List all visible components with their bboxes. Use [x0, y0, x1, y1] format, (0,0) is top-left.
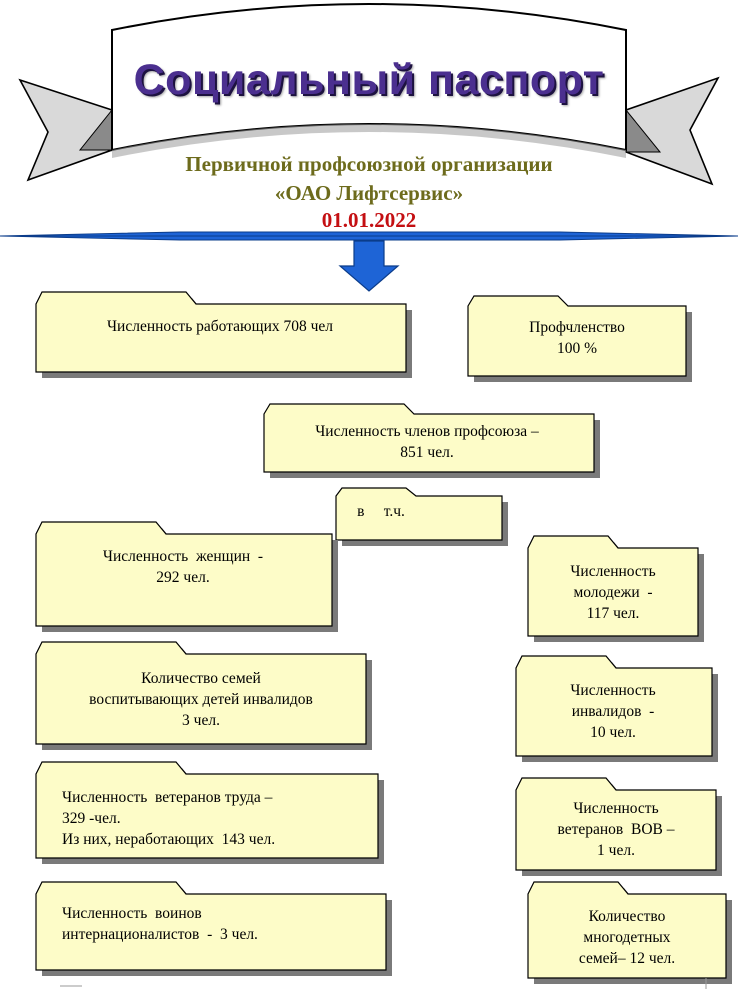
shape-women: [35, 521, 333, 627]
shape-ww2-veterans: [515, 777, 717, 871]
box-internationalists: Численность воинов интернационалистов - …: [36, 902, 386, 946]
youth-line3: 117 чел.: [586, 604, 640, 622]
ww2-veterans-line2: ветеранов ВОВ –: [557, 820, 675, 838]
ww2-veterans-line3: 1 чел.: [597, 841, 635, 859]
box-union-members: Численность членов профсоюза – 851 чел.: [262, 418, 592, 466]
youth-line1: Численность: [570, 562, 656, 580]
ribbon-banner: [18, 3, 720, 186]
box-membership: Профчленство 100 %: [468, 312, 686, 364]
shape-union-members: [263, 403, 595, 473]
divider-line: [0, 231, 738, 241]
shape-employees: [35, 291, 407, 373]
disabled-line2: инвалидов -: [571, 702, 655, 720]
shape-membership: [467, 295, 687, 377]
shape-large-families: [527, 881, 727, 979]
box-labor-veterans: Численность ветеранов труда – 329 -чел. …: [36, 784, 376, 852]
large-families-line3: семей– 12 чел.: [578, 949, 676, 967]
page-title: Социальный паспорт: [133, 56, 605, 104]
box-youth: Численность молодежи - 117 чел.: [528, 558, 698, 626]
union-members-line1: Численность членов профсоюза –: [315, 423, 539, 440]
families-disabled-children-line2: воспитывающих детей инвалидов: [89, 690, 313, 708]
shape-families-disabled-children: [35, 641, 367, 745]
subtitle-company: «ОАО Лифтсервис»: [274, 181, 464, 205]
families-disabled-children-line3: 3 чел.: [182, 711, 220, 729]
families-disabled-children-line1: Количество семей: [141, 669, 261, 687]
box-large-families: Количество многодетных семей– 12 чел.: [528, 904, 726, 970]
internationalists-line2: интернационалистов - 3 чел.: [62, 926, 258, 943]
subtitle-organization: Первичной профсоюзной организации: [185, 152, 553, 176]
employees-text: Численность работающих 708 чел: [106, 317, 334, 335]
ww2-veterans-line1: Численность: [573, 799, 659, 817]
down-arrow-icon: [338, 240, 400, 292]
labor-veterans-line2: 329 -чел.: [62, 809, 121, 827]
union-members-line2: 851 чел.: [400, 444, 454, 461]
box-families-disabled-children: Количество семей воспитывающих детей инв…: [36, 666, 366, 732]
labor-veterans-line3: Из них, неработающих 143 чел.: [62, 830, 276, 848]
disabled-line3: 10 чел.: [590, 723, 636, 741]
shape-youth: [527, 535, 699, 637]
including-text: в т.ч.: [357, 502, 405, 520]
women-line2: 292 чел.: [156, 569, 210, 586]
shape-disabled: [515, 655, 713, 757]
disabled-line1: Численность: [570, 681, 656, 699]
membership-label: Профчленство: [529, 319, 625, 336]
report-date: 01.01.2022: [321, 208, 417, 232]
shape-internationalists: [35, 881, 387, 971]
box-employees: Численность работающих 708 чел: [36, 306, 404, 346]
labor-veterans-line1: Численность ветеранов труда –: [62, 788, 273, 806]
box-ww2-veterans: Численность ветеранов ВОВ – 1 чел.: [516, 796, 716, 862]
internationalists-line1: Численность воинов: [62, 905, 202, 922]
box-including: в т.ч.: [336, 496, 426, 526]
box-shapes: [35, 291, 732, 984]
shape-including: [335, 487, 503, 541]
women-line1: Численность женщин -: [102, 548, 264, 565]
shape-labor-veterans: [35, 761, 379, 859]
youth-line2: молодежи -: [573, 583, 653, 601]
box-women: Численность женщин - 292 чел.: [36, 544, 330, 590]
large-families-line2: многодетных: [583, 928, 671, 946]
box-disabled: Численность инвалидов - 10 чел.: [516, 678, 710, 744]
large-families-line1: Количество: [588, 907, 666, 925]
membership-value: 100 %: [556, 340, 598, 357]
